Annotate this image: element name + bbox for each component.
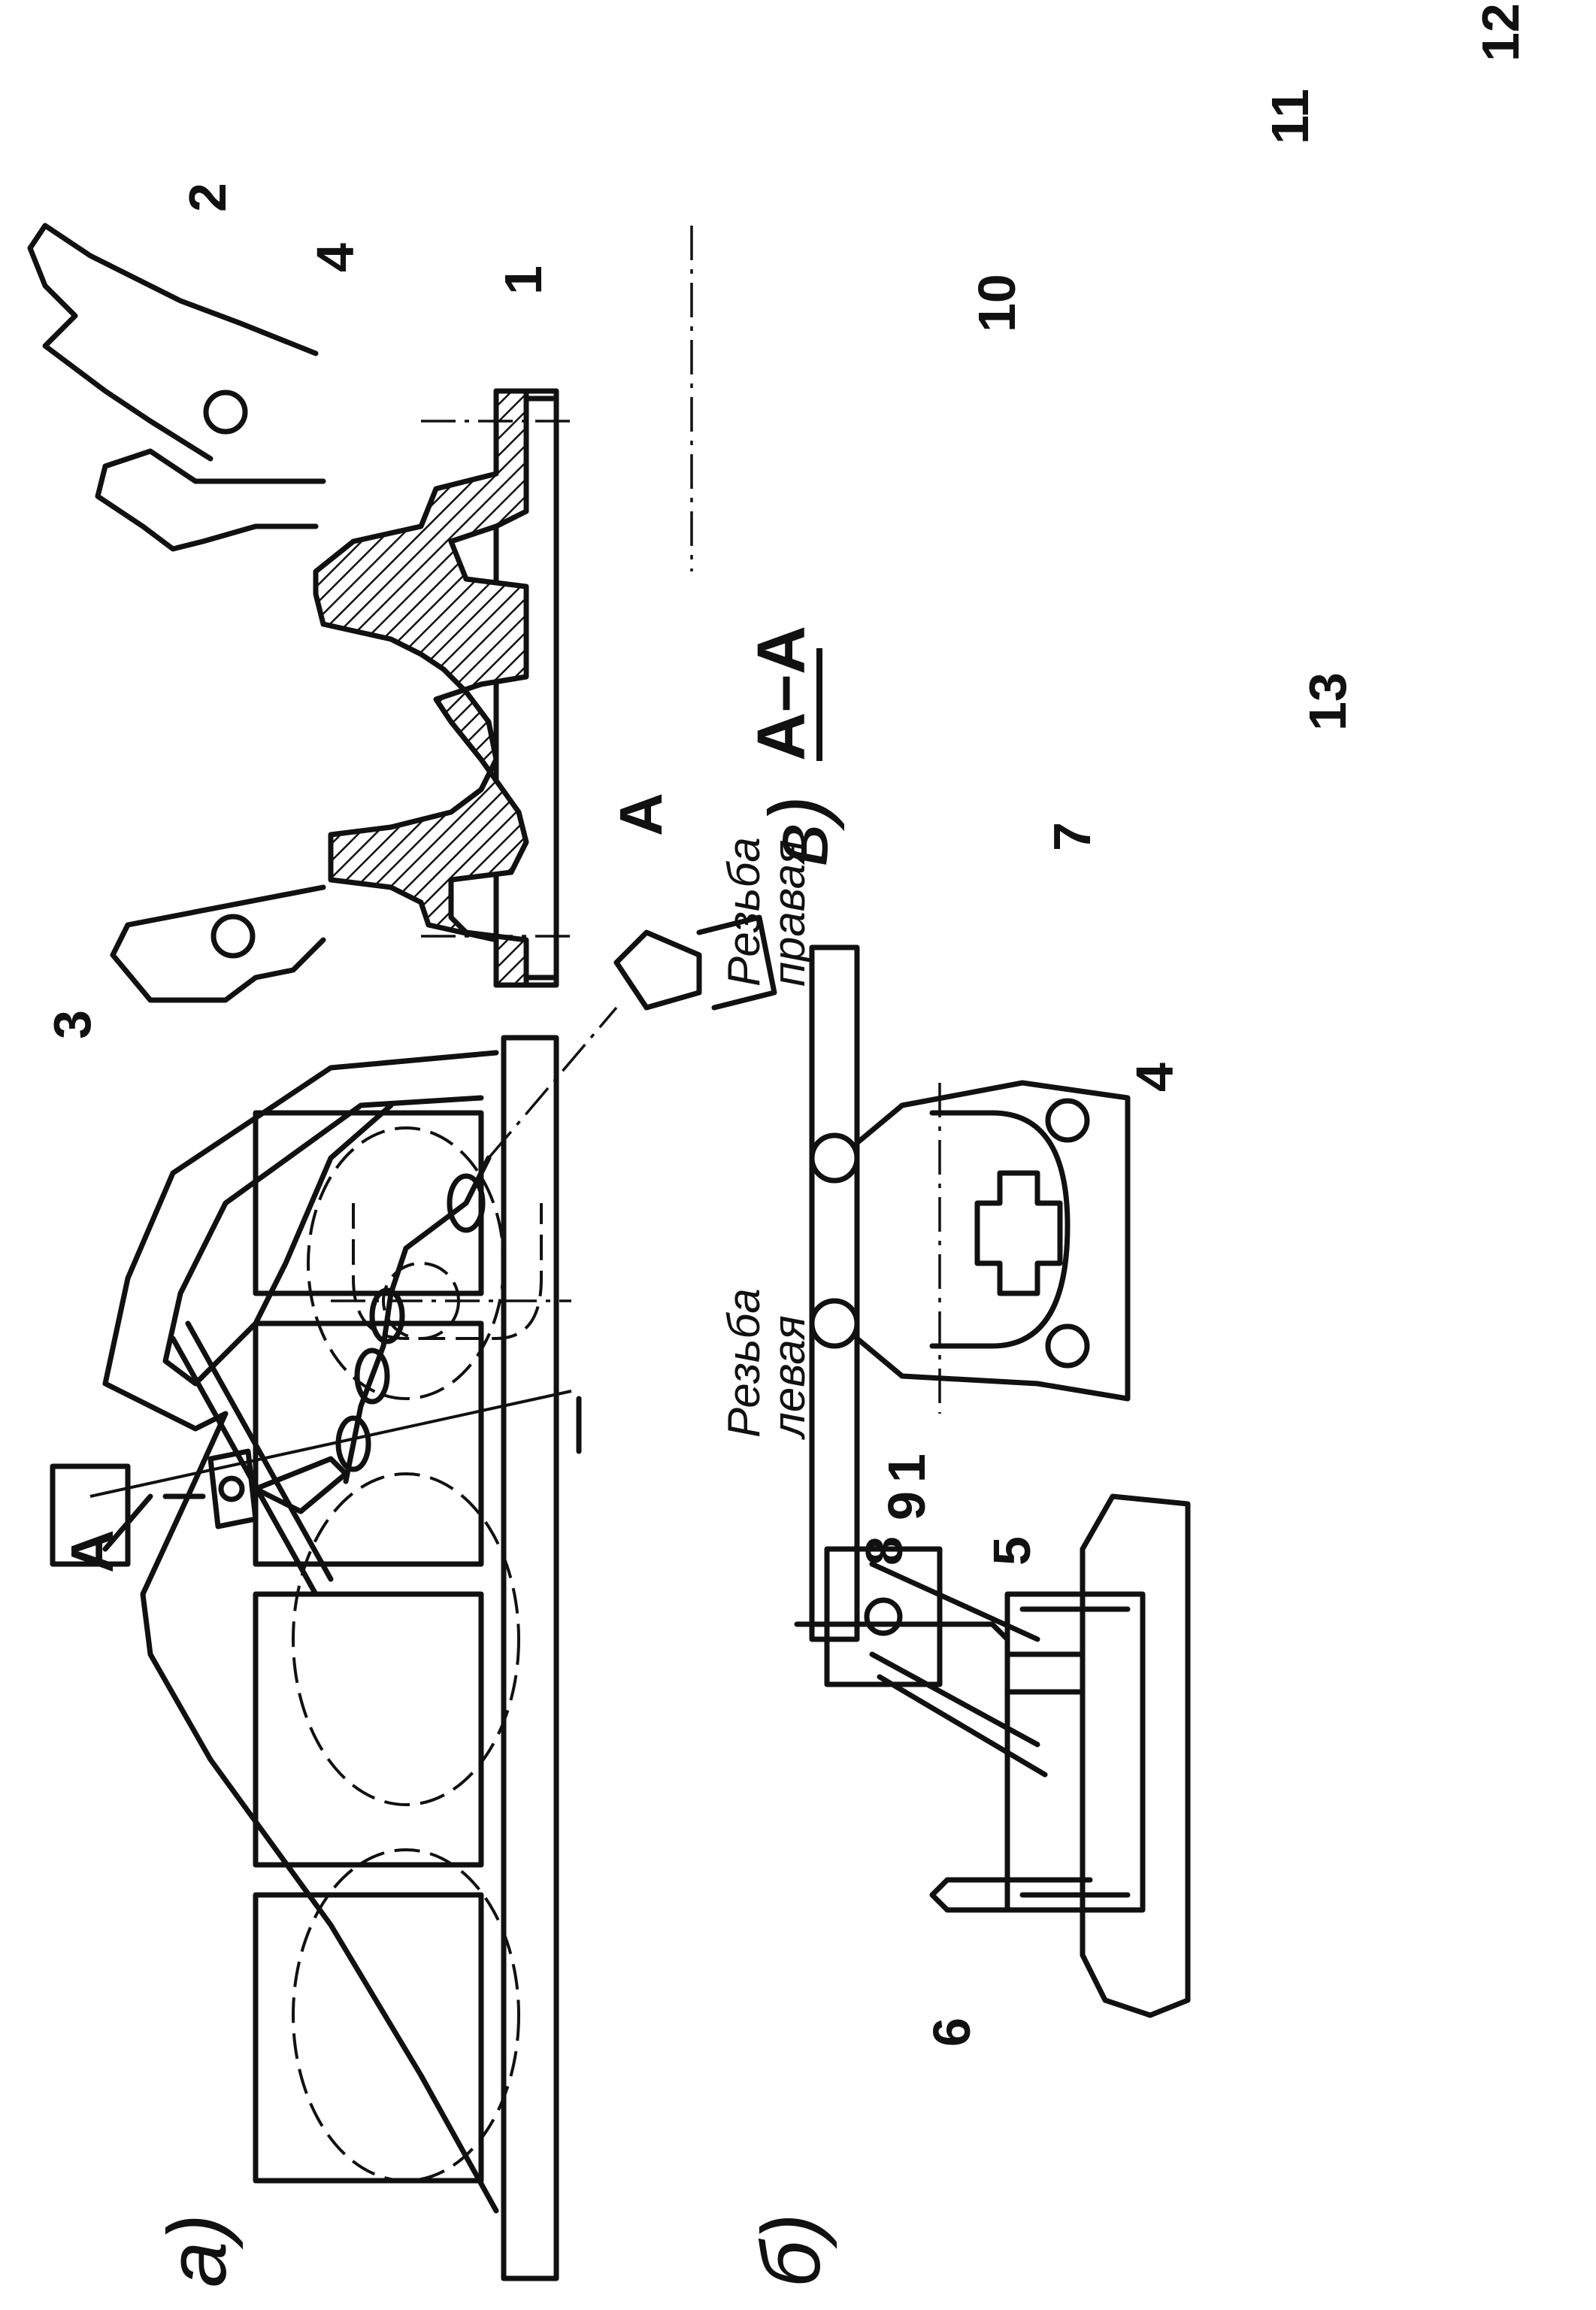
rail-bar: [501, 1035, 559, 2281]
hatched-body: [313, 388, 529, 988]
callout-7: 7: [1043, 822, 1101, 851]
callout-9: 9: [877, 1491, 936, 1520]
ear-left: [110, 884, 326, 1003]
section-aa-view: [27, 223, 693, 1003]
bolt-left: [809, 1132, 860, 1184]
handle-9: [794, 1591, 1010, 1687]
panel-label-b: б): [745, 2213, 837, 2287]
callout-1a: 1: [494, 265, 553, 295]
section-mark-left: А: [59, 1529, 126, 1573]
frame-inner: [162, 1095, 484, 1387]
callout-13: 13: [1298, 672, 1357, 731]
cross-part: [974, 1170, 1063, 1296]
fitting-12: [50, 1463, 131, 1567]
thread-right-2: правая: [764, 840, 814, 987]
callout-11: 11: [1261, 89, 1319, 144]
window-3: [253, 1591, 484, 1868]
window-4: [253, 1892, 484, 2184]
ear-left-hole: [210, 914, 256, 959]
rotated-labels: а) б) в) А–А А А Резьба правая Резьба ле…: [43, 3, 1530, 2287]
base-plate: [523, 396, 559, 981]
fitting-13: [613, 914, 777, 1011]
eye-bolt: [352, 1203, 543, 1340]
bottom-block: [1004, 1591, 1146, 1913]
thread-left-1: Резьба: [719, 1288, 769, 1438]
pin-6: [929, 1877, 1093, 1913]
thread-right-1: Резьба: [719, 837, 769, 987]
callout-3: 3: [43, 1010, 101, 1039]
lever-2: [27, 223, 319, 462]
u-bolt: [929, 1110, 1071, 1349]
bolt-right: [809, 1298, 860, 1349]
callout-8: 8: [855, 1536, 913, 1566]
panel-label-v: в): [753, 796, 845, 866]
callout-12: 12: [1471, 3, 1530, 62]
section-mark-right: А: [607, 793, 674, 836]
ear-right-hole: [203, 390, 248, 435]
panel-label-a: а): [151, 2214, 244, 2287]
panel-v-view: [50, 914, 777, 1567]
callout-6: 6: [922, 2017, 981, 2047]
callout-10: 10: [968, 274, 1026, 332]
panel-b-view: [794, 944, 1191, 2018]
screw-rod: [809, 944, 860, 1642]
ear-right: [95, 448, 326, 552]
callout-5: 5: [983, 1536, 1041, 1566]
thread-left-2: левая: [764, 1315, 814, 1440]
struts-8: [869, 1561, 1048, 1778]
callout-4a: 4: [306, 243, 365, 272]
bottom-plate: [1080, 1493, 1191, 2018]
chain-10: [343, 1245, 409, 1484]
callout-1b: 1: [877, 1454, 936, 1483]
tie-rod: [170, 1320, 334, 1597]
callout-4b: 4: [1125, 1063, 1184, 1092]
callout-2: 2: [178, 183, 237, 212]
section-title: А–А: [744, 626, 819, 761]
panel-a-view: [89, 1035, 582, 2281]
